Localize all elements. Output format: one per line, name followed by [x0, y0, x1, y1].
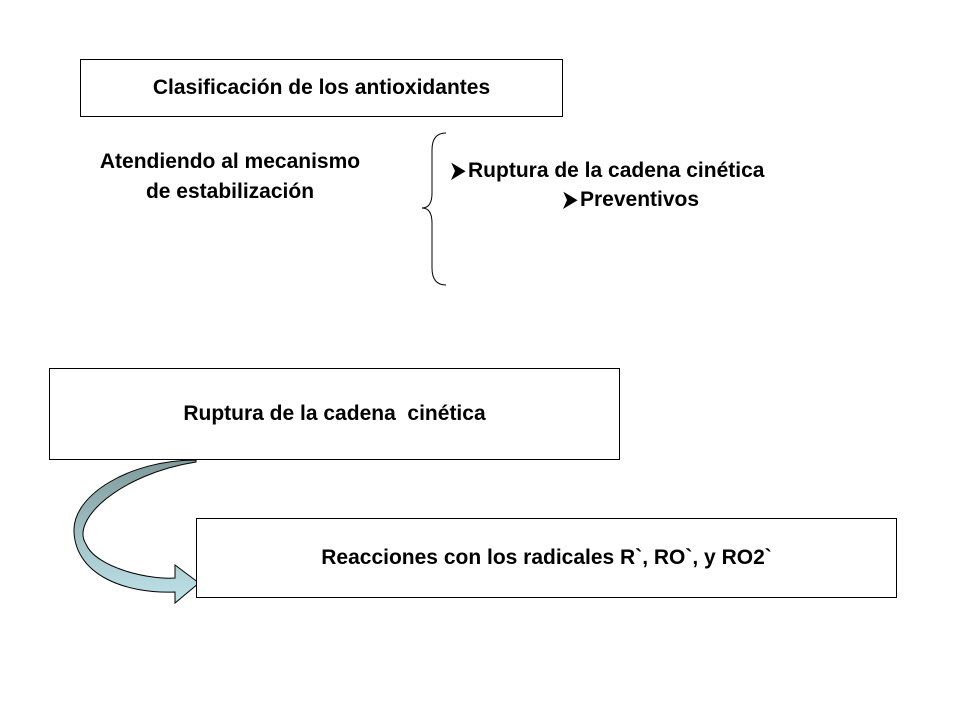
arrow-bullet-icon	[562, 190, 579, 209]
option-preventive: Preventivos	[450, 185, 764, 214]
rupture-box: Ruptura de la cadena cinética	[49, 368, 620, 460]
options-list: Ruptura de la cadena cinética Preventivo…	[450, 156, 764, 214]
rupture-text: Ruptura de la cadena cinética	[183, 402, 486, 425]
option-chain-breaking: Ruptura de la cadena cinética	[450, 156, 764, 185]
classification-criterion: Atendiendo al mecanismo de estabilizació…	[40, 147, 420, 207]
option-label: Preventivos	[580, 188, 700, 211]
title-box: Clasificación de los antioxidantes	[80, 59, 563, 117]
criterion-line-1: Atendiendo al mecanismo	[99, 150, 361, 173]
arrow-bullet-icon	[450, 161, 467, 180]
curly-brace	[421, 132, 447, 286]
reactions-box: Reacciones con los radicales R`, RO`, y …	[196, 518, 897, 598]
title-text: Clasificación de los antioxidantes	[152, 76, 491, 99]
curved-flow-arrow	[73, 459, 200, 605]
option-label: Ruptura de la cadena cinética	[468, 159, 765, 182]
reactions-text: Reacciones con los radicales R`, RO`, y …	[321, 546, 772, 569]
criterion-line-2: de estabilización	[145, 180, 315, 203]
